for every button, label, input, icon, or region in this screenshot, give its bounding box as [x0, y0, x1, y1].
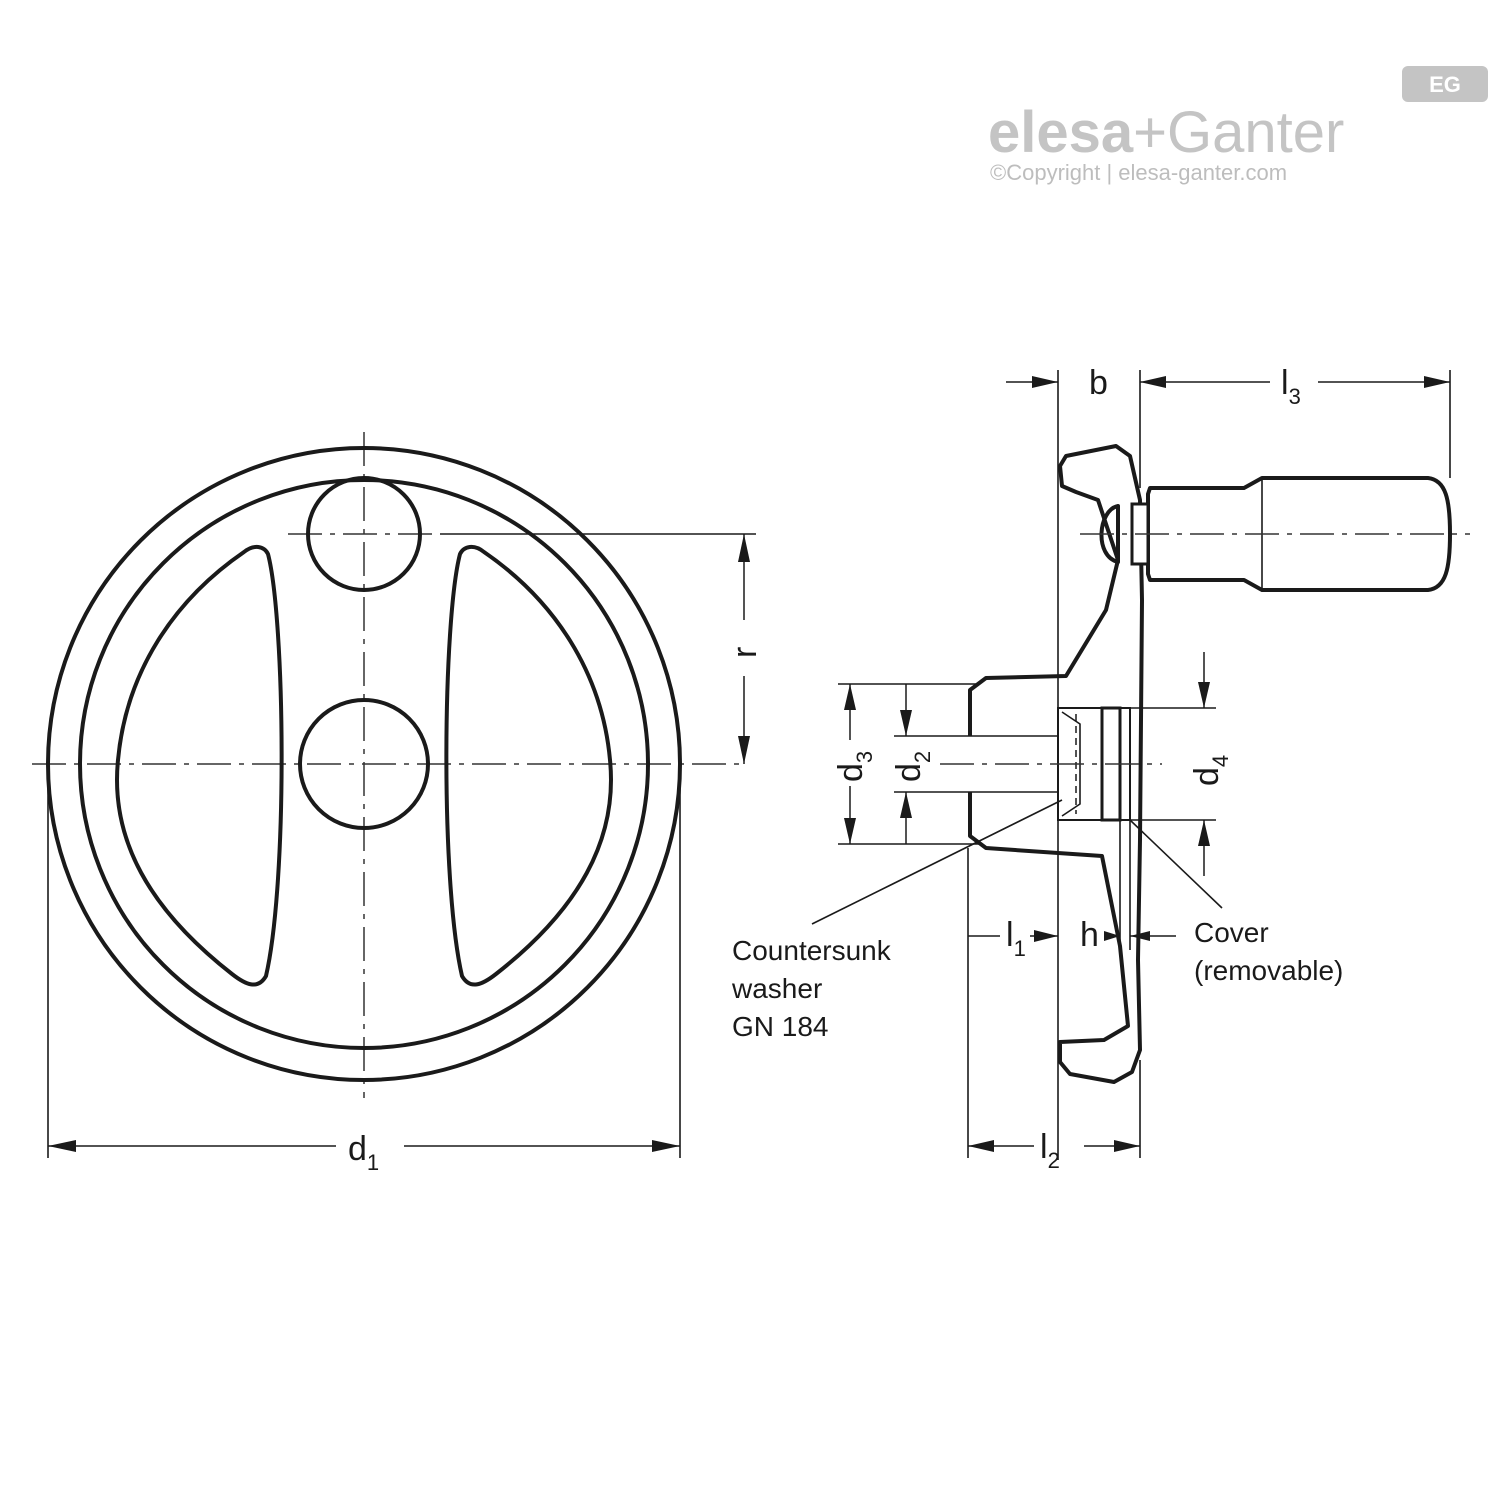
logo-copyright: ©Copyright | elesa-ganter.com [990, 160, 1287, 185]
h-arrow-left [1104, 931, 1120, 941]
right-window-cutout [444, 545, 613, 987]
d2-label-base: d [890, 763, 928, 782]
b-arrow-right [1140, 376, 1166, 388]
d3-label: d3 [832, 751, 877, 782]
wheel-section-body [968, 444, 1144, 1084]
l1-label: l1 [1006, 916, 1026, 961]
b-arrow-left [1032, 376, 1058, 388]
handle-knob [1146, 476, 1452, 592]
washer-note-line-3: GN 184 [732, 1011, 829, 1042]
washer-leader-line [811, 799, 1063, 925]
r-arrow-bottom [738, 736, 750, 764]
cover-note-line-2: (removable) [1194, 955, 1343, 986]
d1-arrow-right [652, 1140, 680, 1152]
d3-arrow-top [844, 684, 856, 710]
handle-nut [1099, 504, 1120, 564]
wheel-rim-outer [46, 446, 682, 1082]
l3-label-sub: 3 [1289, 384, 1301, 409]
l2-arrow-right [1114, 1140, 1140, 1152]
d4-label: d4 [1188, 755, 1233, 786]
d4-arrow-bottom [1198, 820, 1210, 846]
d1-label-sub: 1 [367, 1150, 379, 1175]
d4-label-sub: 4 [1208, 755, 1233, 767]
handle-boss-circle [306, 476, 422, 592]
l3-label-base: l [1281, 364, 1289, 402]
d2-label: d2 [890, 751, 935, 782]
logo-plus: + [1133, 100, 1167, 165]
cover-leader-line [1129, 819, 1223, 909]
hub-circle [298, 698, 430, 830]
d1-label-base: d [348, 1130, 367, 1168]
d3-label-sub: 3 [852, 751, 877, 763]
l1-label-base: l [1006, 916, 1014, 954]
l2-label-base: l [1040, 1128, 1048, 1166]
logo-brand-left: elesa [988, 100, 1134, 165]
d1-arrow-left [48, 1140, 76, 1152]
h-label: h [1080, 916, 1099, 954]
annotation-notes: Countersunk washer GN 184 Cover (removab… [731, 917, 1343, 1042]
l3-arrow-right [1424, 376, 1450, 388]
cover-note-line-1: Cover [1194, 917, 1269, 948]
eg-badge-text: EG [1429, 72, 1461, 97]
l1-label-sub: 1 [1014, 936, 1026, 961]
l2-label: l2 [1040, 1128, 1060, 1173]
elesa-ganter-logo: EG elesa+Ganter ©Copyright | elesa-gante… [988, 66, 1488, 185]
b-label: b [1089, 364, 1108, 402]
front-view: d1 r [32, 432, 764, 1175]
washer-note-line-1: Countersunk [732, 935, 892, 966]
logo-brand-right: Ganter [1167, 100, 1344, 165]
d2-arrow-bottom [900, 792, 912, 818]
r-arrow-top [738, 534, 750, 562]
left-window-cutout [115, 545, 284, 987]
eg-badge [1402, 66, 1488, 102]
l2-label-sub: 2 [1048, 1148, 1060, 1173]
logo-wordmark: elesa+Ganter [988, 100, 1344, 165]
d1-label: d1 [348, 1130, 379, 1175]
h-arrow-right [1130, 931, 1150, 941]
side-section-view: b l3 d3 d2 d [811, 364, 1470, 1173]
d4-label-base: d [1188, 767, 1226, 786]
l3-label: l3 [1281, 364, 1301, 409]
washer-note-line-2: washer [731, 973, 822, 1004]
d2-label-sub: 2 [910, 751, 935, 763]
l1-arrow-right [1034, 930, 1058, 942]
r-label: r [726, 647, 764, 658]
d4-arrow-top [1198, 682, 1210, 708]
l2-arrow-left [968, 1140, 994, 1152]
d3-arrow-bottom [844, 818, 856, 844]
d3-label-base: d [832, 763, 870, 782]
d2-arrow-top [900, 710, 912, 736]
